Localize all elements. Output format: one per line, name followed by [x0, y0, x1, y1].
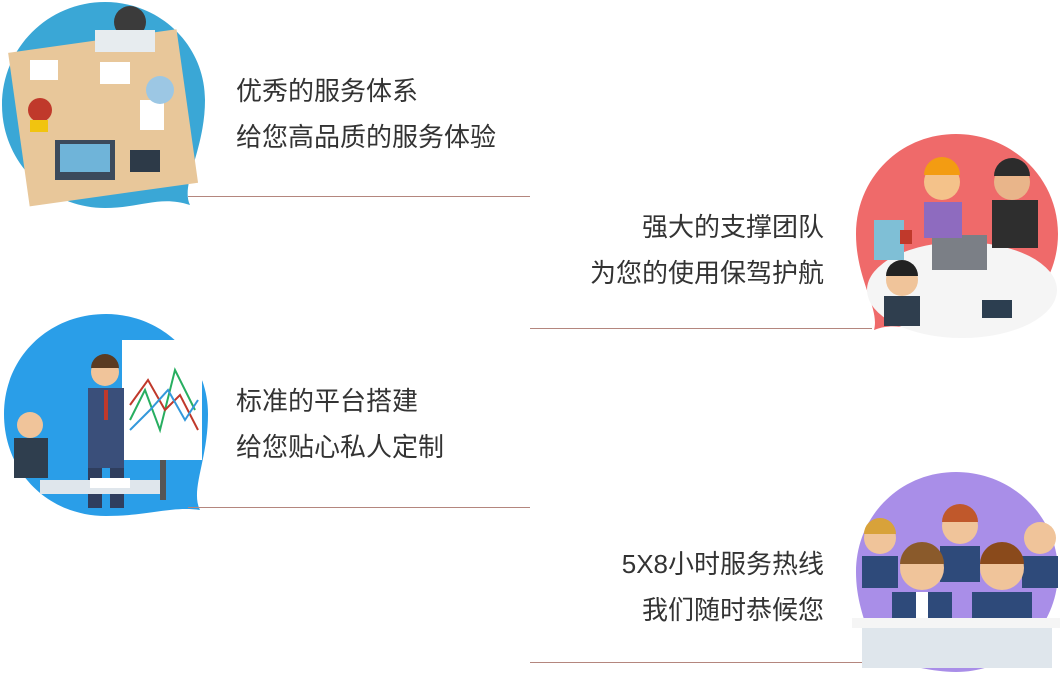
divider-line [530, 662, 872, 663]
feature-title: 强大的支撑团队 [641, 212, 824, 242]
call-center-agents-icon [852, 468, 1060, 676]
feature-subtitle: 为您的使用保驾护航 [589, 258, 824, 288]
divider-line [188, 196, 530, 197]
feature-text: 5X8小时服务热线 我们随时恭候您 [622, 541, 824, 633]
feature-title: 标准的平台搭建 [236, 386, 419, 416]
feature-subtitle: 我们随时恭候您 [641, 595, 824, 625]
divider-line [188, 507, 530, 508]
feature-text: 优秀的服务体系 给您高品质的服务体验 [236, 68, 496, 160]
office-desk-meeting-icon [0, 0, 210, 210]
feature-text: 标准的平台搭建 给您贴心私人定制 [236, 378, 444, 470]
feature-text: 强大的支撑团队 为您的使用保驾护航 [590, 204, 824, 296]
feature-title: 5X8小时服务热线 [621, 549, 824, 579]
presentation-chart-icon [0, 310, 212, 520]
feature-subtitle: 给您高品质的服务体验 [236, 122, 497, 152]
feature-title: 优秀的服务体系 [236, 76, 419, 106]
team-discussion-icon [852, 130, 1060, 338]
divider-line [530, 328, 872, 329]
feature-subtitle: 给您贴心私人定制 [236, 432, 445, 462]
